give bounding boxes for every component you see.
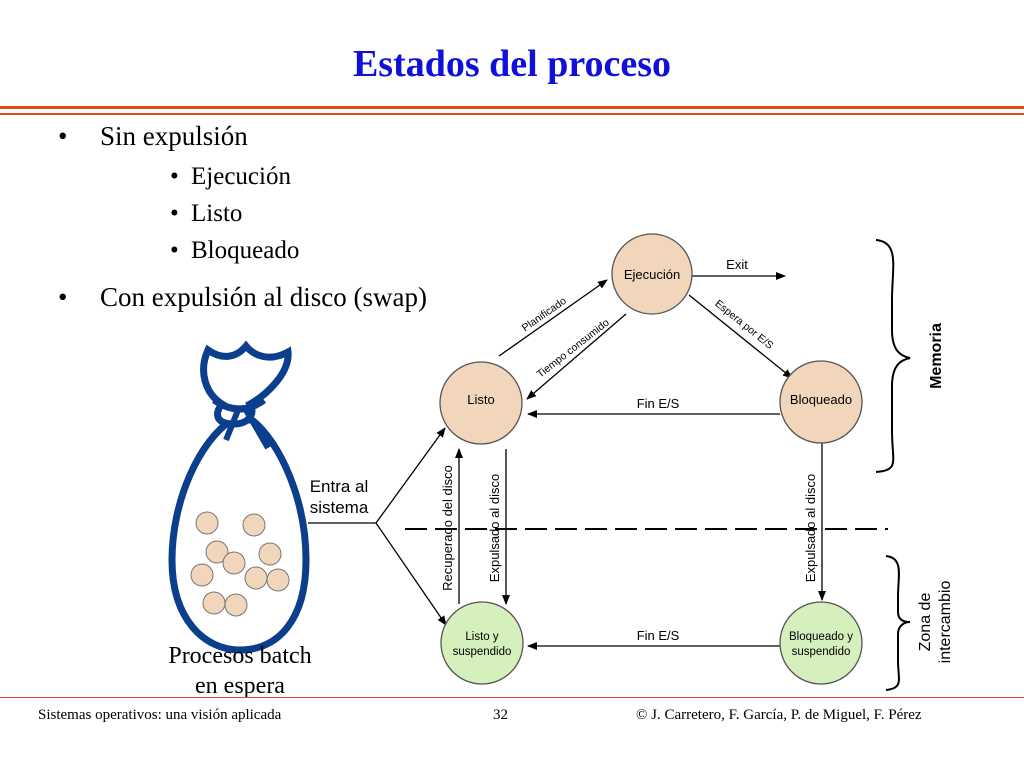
batch-bag-icon (168, 340, 310, 654)
sub-bullet-glyph-1: • (170, 163, 179, 190)
sub-bullet-glyph-2: • (170, 200, 179, 227)
title-rule-top (0, 106, 1024, 109)
planificado-label: Planificado (520, 295, 569, 334)
tiempo-consumido-arrow (526, 313, 627, 400)
fin-es-bottom-label: Fin E/S (637, 628, 680, 643)
entry-label-line-2: sistema (310, 498, 369, 517)
bullet-glyph-1: • (58, 121, 68, 151)
sub-bullet-ejecucion: Ejecución (191, 163, 291, 190)
state-bloqueado-label: Bloqueado (790, 392, 852, 407)
title-rule-bottom (0, 113, 1024, 115)
espera-es-label: Espera por E/S (712, 298, 775, 352)
state-listo-suspendido-line-2: suspendido (453, 646, 512, 658)
state-listo (439, 361, 523, 445)
entry-label-line-1: Entra al (310, 477, 369, 496)
sub-bullet-listo: Listo (191, 200, 243, 227)
state-listo-suspendido (440, 601, 524, 685)
batch-label-line-1: Procesos batch (168, 643, 311, 669)
footer-left: Sistemas operativos: una visión aplicada (38, 707, 282, 723)
sub-bullet-glyph-3: • (170, 237, 179, 264)
swap-brace (885, 555, 911, 691)
memoria-label: Memoria (928, 323, 945, 389)
bullet-sin-expulsion: Sin expulsión (100, 121, 248, 151)
expulsado-listo-label: Expulsado al disco (487, 474, 502, 582)
state-bloqueado-suspendido-line-2: suspendido (792, 646, 851, 658)
state-bloqueado-suspendido-line-1: Bloqueado y (789, 631, 853, 643)
bullet-con-expulsion: Con expulsión al disco (swap) (100, 282, 427, 312)
state-bloqueado (779, 360, 863, 444)
planificado-arrow (498, 279, 608, 357)
footer-page-number: 32 (493, 707, 508, 723)
state-listo-label: Listo (467, 392, 494, 407)
state-bloqueado-suspendido (779, 601, 863, 685)
slide-title: Estados del proceso (352, 43, 672, 85)
fin-es-top-label: Fin E/S (637, 396, 680, 411)
recuperado-label: Recuperado del disco (440, 465, 455, 591)
swap-label-line-1: Zona de (917, 593, 934, 652)
memoria-brace (875, 239, 911, 473)
state-listo-suspendido-line-1: Listo y (465, 631, 498, 643)
entry-arrow-listo-suspendido (375, 522, 447, 626)
state-ejecucion-label: Ejecución (624, 267, 680, 282)
expulsado-bloqueado-label: Expulsado al disco (803, 474, 818, 582)
batch-label-line-2: en espera (195, 673, 285, 699)
swap-label-line-2: intercambio (937, 581, 954, 664)
state-ejecucion (611, 233, 693, 315)
espera-es-arrow (688, 294, 793, 379)
bullet-glyph-2: • (58, 282, 68, 312)
exit-label: Exit (726, 257, 748, 272)
footer-right: © J. Carretero, F. García, P. de Miguel,… (636, 707, 922, 723)
tiempo-consumido-label: Tiempo consumido (535, 317, 612, 381)
sub-bullet-bloqueado: Bloqueado (191, 237, 300, 264)
footer-rule (0, 697, 1024, 698)
entry-arrow-listo (375, 427, 446, 524)
